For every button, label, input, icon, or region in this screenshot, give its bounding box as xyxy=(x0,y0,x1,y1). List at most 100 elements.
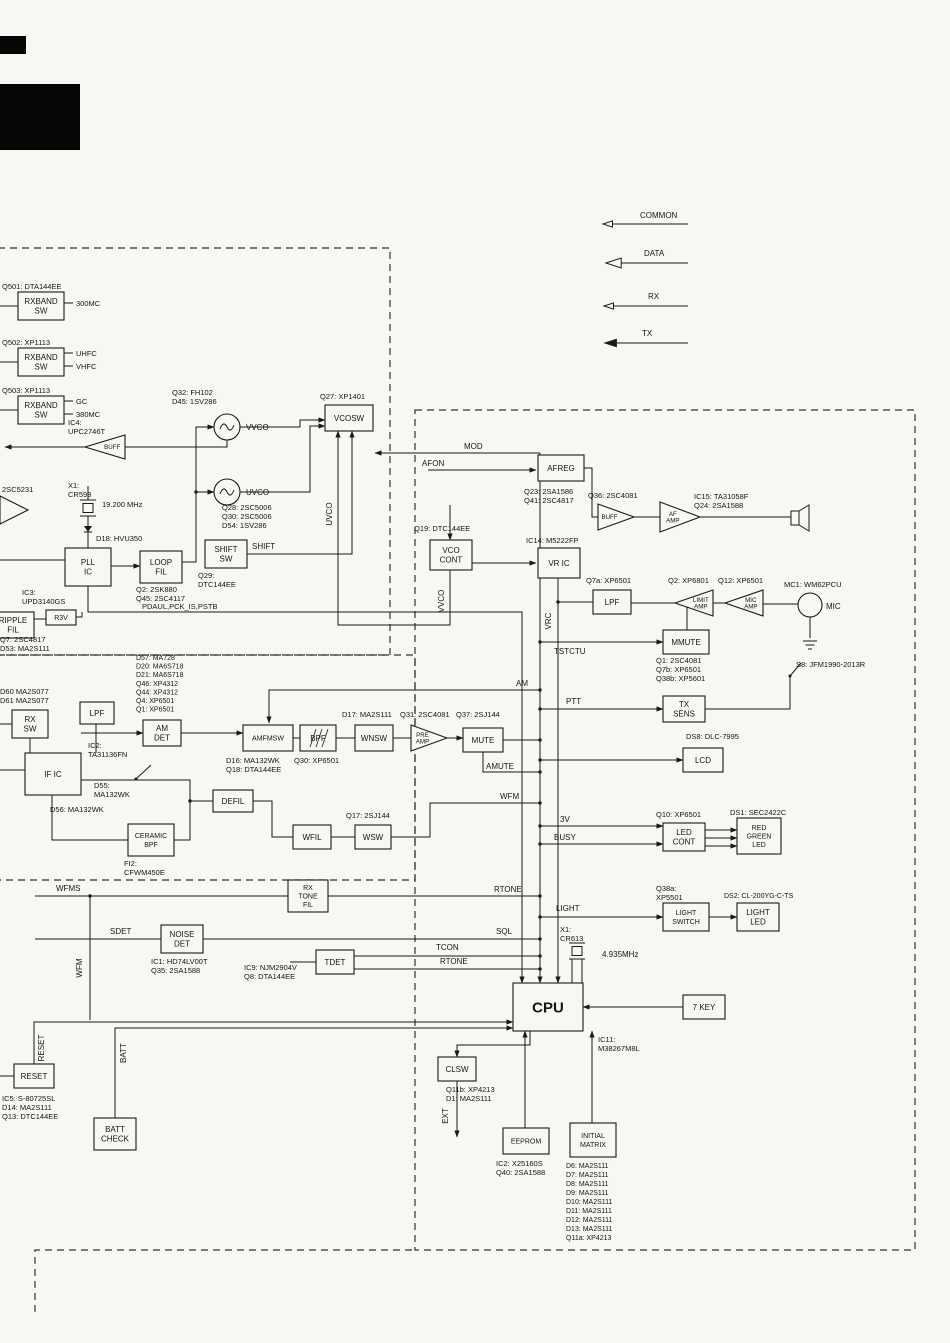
block-light-led-label-line: LIGHT xyxy=(746,908,770,917)
label-line: Q23: 2SA1586 xyxy=(524,487,573,496)
wire xyxy=(454,1031,531,1058)
label-line: SQL xyxy=(496,927,513,936)
label-line: IC4: xyxy=(68,418,82,427)
block-eeprom-label: EEPROM xyxy=(511,1138,542,1145)
label-line: 19.200 MHz xyxy=(102,500,143,509)
label-wfm: WFM xyxy=(500,792,519,801)
label-q12-xp6501: Q12: XP6501 xyxy=(718,576,763,585)
junction-dot xyxy=(538,770,542,774)
label-line: D9: MA2S111 xyxy=(566,1190,609,1197)
legend-label-tx: TX xyxy=(642,329,653,338)
block-cpu xyxy=(512,982,584,1032)
label-q10-xp6501: Q10: XP6501 xyxy=(656,810,701,819)
circle-mic xyxy=(797,592,823,618)
block-vcosw-label-line: VCOSW xyxy=(334,414,365,423)
label-line: MOD xyxy=(464,442,483,451)
label-line: Q2: XP6801 xyxy=(668,576,709,585)
label-line: D61 MA2S077 xyxy=(0,696,49,705)
label-vhfc: VHFC xyxy=(76,362,97,371)
section-region-1 xyxy=(0,247,391,656)
block-rxband-sw-1 xyxy=(17,291,65,321)
label-line: Q501: DTA144EE xyxy=(2,282,61,291)
block-rx-sw xyxy=(11,709,49,739)
crystal-icon xyxy=(82,503,94,513)
block-led-cont xyxy=(662,822,706,852)
block-tdet-label: TDET xyxy=(325,958,346,967)
amp-af-amp xyxy=(659,501,702,533)
label-line: D54: 1SV286 xyxy=(222,521,267,530)
label-line: Q7a: XP6501 xyxy=(586,576,631,585)
label-line: IC2: X25160S xyxy=(496,1159,543,1168)
amp-mic-amp-label-line: AMP xyxy=(744,604,757,611)
label-line: Q35: 2SA1588 xyxy=(151,966,200,975)
label-line: IC5: S-80725SL xyxy=(2,1094,55,1103)
block-rxband-sw-2 xyxy=(17,347,65,377)
block-afreg xyxy=(537,454,585,482)
block-ceramic-bpf xyxy=(127,823,175,857)
label-line: Q46: XP4312 xyxy=(136,681,178,688)
legend-arrow-data xyxy=(604,257,622,269)
block-rx-tone-fil xyxy=(287,879,329,913)
label-line: D56: MA132WK xyxy=(50,805,104,814)
label-ptt: PTT xyxy=(566,697,581,706)
block-clsw-label-line: CLSW xyxy=(445,1065,469,1074)
wire xyxy=(51,795,128,841)
label-s8-jfm1990-2013r: S8: JFM1990-2013R xyxy=(796,660,866,669)
label-reset: RESET xyxy=(37,1035,46,1062)
block-wsw-label-line: WSW xyxy=(363,833,384,842)
label-line: Q44: XP4312 xyxy=(136,689,178,696)
label-mod: MOD xyxy=(464,442,483,451)
label-line: Q502: XP1113 xyxy=(2,338,50,347)
label-line: WFM xyxy=(500,792,519,801)
block-mmute-label-line: MMUTE xyxy=(671,638,700,647)
label-line: D10: MA2S111 xyxy=(566,1199,613,1206)
label-ic4: IC4:UPC2746T xyxy=(68,418,106,436)
block-bpf xyxy=(299,724,337,752)
block-initial-matrix xyxy=(569,1122,617,1158)
label-line: 300MC xyxy=(76,299,101,308)
label-tstctu: TSTCTU xyxy=(554,647,586,656)
label-line: D1: MA2S111 xyxy=(446,1094,492,1103)
label-q38a: Q38a:XP5501 xyxy=(656,884,683,902)
block-mute-label: MUTE xyxy=(472,736,495,745)
label-line: M38267M8L xyxy=(598,1044,640,1053)
label-line: Q1: 2SC4081 xyxy=(656,656,701,665)
label-ds2-cl-200yg-c-ts: DS2: CL-200YG-C-TS xyxy=(724,893,794,900)
label-line: Q19: DTC144EE xyxy=(414,524,470,533)
wire xyxy=(174,801,191,841)
block-afreg-label: AFREG xyxy=(547,464,575,473)
block-loop-fil-label-line: LOOP xyxy=(150,558,172,567)
wire xyxy=(391,802,540,838)
label-line: RESET xyxy=(37,1035,46,1062)
block-amfmsw-label-line: AMFMSW xyxy=(252,735,284,742)
block-ceramic-bpf-label-line: BPF xyxy=(144,842,158,849)
circle-vvco-label: VVCO xyxy=(246,423,269,432)
block-tx-sens-label-line: TX xyxy=(679,700,690,709)
block-mute-label-line: MUTE xyxy=(472,736,495,745)
amp-buff-q36-label-line: BUFF xyxy=(601,514,617,521)
label-mc1-wm62pcu: MC1: WM62PCU xyxy=(784,580,842,589)
label-line: D11: MA2S111 xyxy=(566,1208,612,1215)
block-shift-sw-label-line: SHIFT xyxy=(214,545,237,554)
label-line: IC14: M5222FP xyxy=(526,536,579,545)
label-line: AMUTE xyxy=(486,762,514,771)
circle-vvco-sine-icon xyxy=(219,423,235,431)
block-pll-ic xyxy=(64,547,112,587)
wire xyxy=(125,440,228,448)
label-line: Q45: 2SC4117 xyxy=(136,594,185,603)
block-r3v-label-line: R3V xyxy=(54,615,68,622)
